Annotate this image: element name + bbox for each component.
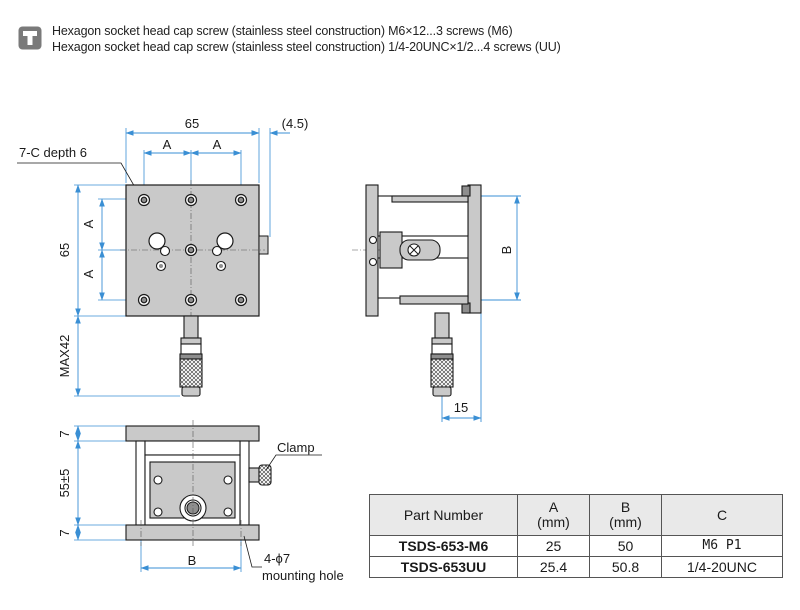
- side-micrometer: [430, 312, 454, 397]
- top-view: 65 (4.5) A A 65 A A MAX42 7-C depth 6: [17, 116, 309, 397]
- top-view-dimension-lines: [75, 130, 290, 397]
- hole-callout: 7-C depth 6: [19, 145, 87, 160]
- front-dim-top-7: 7: [57, 430, 72, 437]
- counterbore-holes: [148, 232, 234, 272]
- dim-a-lower: A: [81, 269, 96, 278]
- spec-table: Part Number A(mm) B(mm) C TSDS-653-M6 25…: [369, 494, 783, 578]
- a-value-cell: 25: [517, 535, 590, 557]
- b-value-cell: 50.8: [589, 556, 662, 578]
- mounting-hole-callout-count: 4-ϕ7: [264, 551, 290, 566]
- part-number-cell: TSDS-653UU: [369, 556, 518, 578]
- dim-offset-4-5: (4.5): [282, 116, 309, 131]
- table-header-row: Part Number A(mm) B(mm) C: [369, 494, 783, 536]
- tapped-holes: [137, 193, 248, 307]
- front-view: 7 55±5 7 B Clamp 4-ϕ7 mounting hole: [57, 420, 344, 583]
- a-value-cell: 25.4: [517, 556, 590, 578]
- micrometer-head: [179, 315, 203, 397]
- table-row: TSDS-653UU 25.4 50.8 1/4-20UNC: [369, 556, 783, 578]
- clamp-callout-leader: [265, 454, 322, 471]
- front-view-dimension-lines: [75, 425, 242, 571]
- front-view-center-lines: [140, 420, 242, 546]
- header-part-number: Part Number: [369, 494, 518, 536]
- screw-note-m6: Hexagon socket head cap screw (stainless…: [52, 24, 513, 38]
- front-dim-b: B: [188, 553, 197, 568]
- side-dim-b: B: [499, 246, 514, 255]
- dim-height-65: 65: [57, 243, 72, 257]
- dim-a-left: A: [163, 137, 172, 152]
- front-view-extension-lines: [74, 425, 242, 572]
- table-row: TSDS-653-M6 25 50 M6 P1: [369, 535, 783, 557]
- dim-a-right: A: [213, 137, 222, 152]
- side-view-dimension-lines: [441, 195, 521, 422]
- stage-body-side: [365, 184, 482, 317]
- header-a: A(mm): [517, 494, 590, 536]
- part-number-cell: TSDS-653-M6: [369, 535, 518, 557]
- header-c: C: [661, 494, 783, 536]
- mounting-hole-callout-leader: [243, 535, 262, 568]
- dim-width-65: 65: [185, 116, 199, 131]
- stage-body-front: [125, 425, 272, 541]
- side-view: B 15: [352, 184, 521, 422]
- clamp-callout: Clamp: [277, 440, 315, 455]
- side-dim-15: 15: [454, 400, 468, 415]
- hex-screw-icon: [18, 26, 42, 50]
- screw-note: Hexagon socket head cap screw (stainless…: [18, 20, 718, 60]
- mounting-hole-callout-label: mounting hole: [262, 568, 344, 583]
- c-value-cell: 1/4-20UNC: [661, 556, 783, 578]
- b-value-cell: 50: [589, 535, 662, 557]
- front-dim-base-7: 7: [57, 529, 72, 536]
- clamp-knob: [258, 235, 269, 255]
- dim-a-upper: A: [81, 219, 96, 228]
- dim-max-42: MAX42: [57, 335, 72, 378]
- header-b: B(mm): [589, 494, 662, 536]
- front-dim-height: 55±5: [57, 469, 72, 498]
- hole-callout-leader: [17, 162, 141, 197]
- screw-note-uu: Hexagon socket head cap screw (stainless…: [52, 40, 561, 54]
- c-value-cell: M6 P1: [661, 535, 783, 557]
